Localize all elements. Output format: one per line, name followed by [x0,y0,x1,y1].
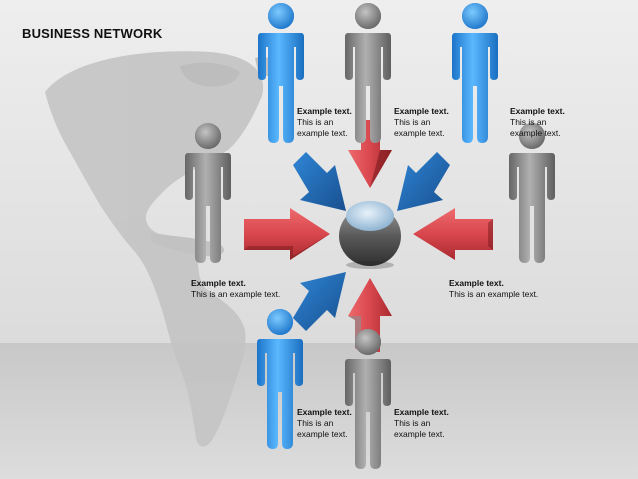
red-arrow-from-left [244,208,330,260]
caption-heading: Example text. [510,106,565,116]
blue-arrow-top-left [293,152,346,211]
central-hub [339,201,401,269]
caption-body: This is an example text. [297,418,348,439]
floor-band [0,343,638,479]
caption-body: This is an example text. [394,117,445,138]
caption-heading: Example text. [297,407,352,417]
person-icon-top-left [258,3,304,143]
caption-bottom-center: Example text. This is an example text. [394,407,456,440]
blue-arrow-top-right [397,152,450,211]
caption-body: This is an example text. [191,289,281,299]
caption-bottom-left: Example text. This is an example text. [297,407,359,440]
caption-top-left: Example text. This is an example text. [297,106,359,139]
person-icon-bottom-center [345,329,391,469]
red-arrow-from-top [348,120,392,188]
caption-left: Example text. This is an example text. [191,278,301,300]
person-icon-right [509,123,555,263]
blue-arrow-bottom-left [293,272,346,331]
person-icon-top-center [345,3,391,143]
caption-body: This is an example text. [449,289,539,299]
person-icon-left [185,123,231,263]
red-arrow-from-right [413,208,493,260]
caption-body: This is an example text. [297,117,348,138]
slide-title: BUSINESS NETWORK [22,26,163,41]
caption-top-right: Example text. This is an example text. [510,106,572,139]
caption-heading: Example text. [394,106,449,116]
person-icon-bottom-left [257,309,303,449]
caption-heading: Example text. [394,407,449,417]
caption-heading: Example text. [449,278,504,288]
caption-top-center: Example text. This is an example text. [394,106,456,139]
caption-heading: Example text. [191,278,246,288]
caption-heading: Example text. [297,106,352,116]
caption-body: This is an example text. [510,117,561,138]
caption-body: This is an example text. [394,418,445,439]
caption-right: Example text. This is an example text. [449,278,559,300]
person-icon-top-right [452,3,498,143]
